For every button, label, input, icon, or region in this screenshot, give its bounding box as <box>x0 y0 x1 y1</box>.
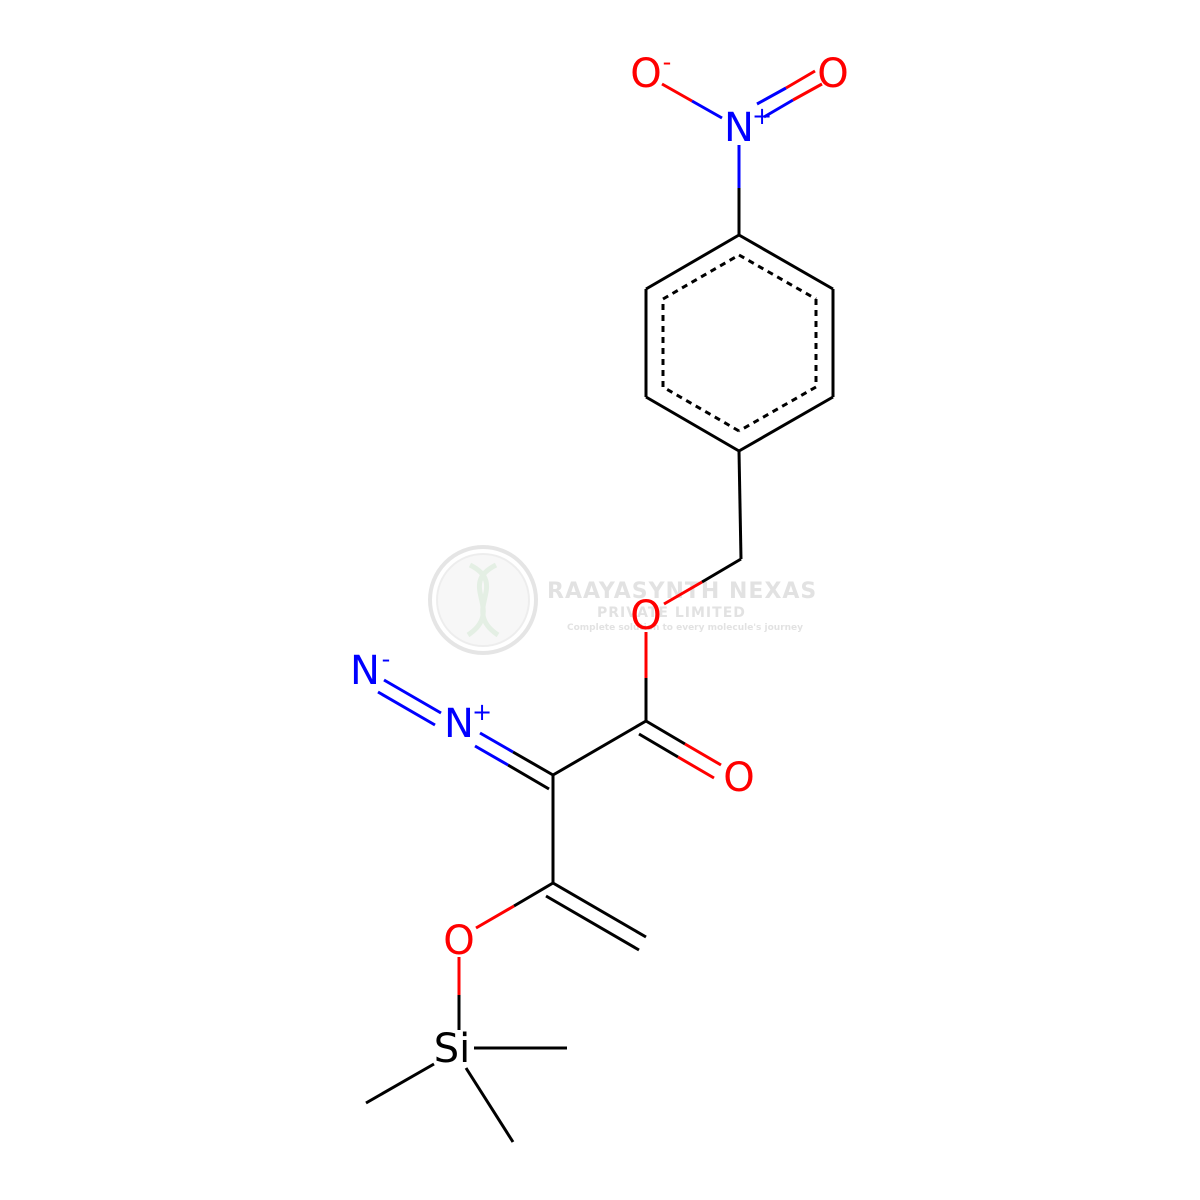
atom-o-carbonyl: O <box>723 755 754 801</box>
bond-ch2-o-black <box>701 557 742 584</box>
watermark-name: RAAYASYNTH NEXAS <box>547 579 817 604</box>
bond-ch2-o-red <box>663 580 703 606</box>
atom-o-silyl-ether: O <box>443 918 474 964</box>
watermark-subtitle: PRIVATE LIMITED <box>597 605 746 621</box>
bond-ring-ch2 <box>737 450 743 560</box>
bond-c-o-double-b-black <box>638 732 679 759</box>
bond-c-o-double-b-red <box>677 755 715 780</box>
bond-vinyl-double-a <box>552 881 647 939</box>
bond-vinyl-o-red <box>475 904 515 930</box>
bond-n-o-minus-blue <box>691 99 723 120</box>
bond-si-methyl-down <box>464 1067 515 1143</box>
watermark: RAAYASYNTH NEXAS PRIVATE LIMITED Complet… <box>428 545 817 655</box>
bond-n-o-double-a-blue <box>756 86 787 106</box>
ring-bond-1 <box>738 233 834 291</box>
atom-n-diazo-terminal: N <box>350 648 380 694</box>
charge-n-nitro: + <box>752 102 772 130</box>
bond-c-o-double-a-red <box>684 742 722 767</box>
atom-o-ester: O <box>630 593 661 639</box>
bond-n-o-minus-red <box>661 82 693 103</box>
aromatic-inner-ring <box>661 253 818 433</box>
atom-n-nitro: N <box>724 105 754 151</box>
bond-c-n-double-a-black <box>512 750 554 777</box>
watermark-dna-icon <box>466 562 500 638</box>
bond-vinyl-o-black <box>513 881 554 908</box>
charge-o-nitro-minus: - <box>663 48 672 76</box>
charge-n-diazo-terminal: - <box>382 645 391 673</box>
bond-n-o-double-b-red <box>792 82 823 102</box>
bond-c-c-diazo <box>552 719 647 777</box>
bond-c-o-double-a-black <box>645 719 686 746</box>
bond-c-n-double-b-black <box>507 763 550 791</box>
bond-c-n-double-b-blue <box>474 744 509 767</box>
bond-n-o-double-b-blue <box>763 98 794 119</box>
bond-n-n-double-b <box>377 690 436 727</box>
watermark-logo-ring <box>428 545 538 655</box>
atom-labels: O - N + O O O N - N + O Si <box>350 48 849 1072</box>
charge-n-diazo-inner: + <box>472 698 492 726</box>
ring-bond-4 <box>645 395 740 453</box>
bond-c-n-double-a-blue <box>479 731 514 754</box>
bond-si-methyl-left <box>365 1062 435 1105</box>
ring-bond-6 <box>645 233 740 291</box>
atom-n-diazo-inner: N <box>444 701 474 747</box>
atom-o-nitro-minus: O <box>630 51 661 97</box>
bond-n-o-double-a-red <box>785 69 816 90</box>
watermark-tagline: Complete solution to every molecule's jo… <box>567 623 803 633</box>
bond-n-n-double-a <box>383 678 442 715</box>
atom-o-nitro-double: O <box>817 51 848 97</box>
ring-bond-3 <box>738 395 834 453</box>
bonds <box>365 69 835 1143</box>
atom-si: Si <box>434 1026 471 1072</box>
bond-vinyl-double-b <box>545 894 640 952</box>
